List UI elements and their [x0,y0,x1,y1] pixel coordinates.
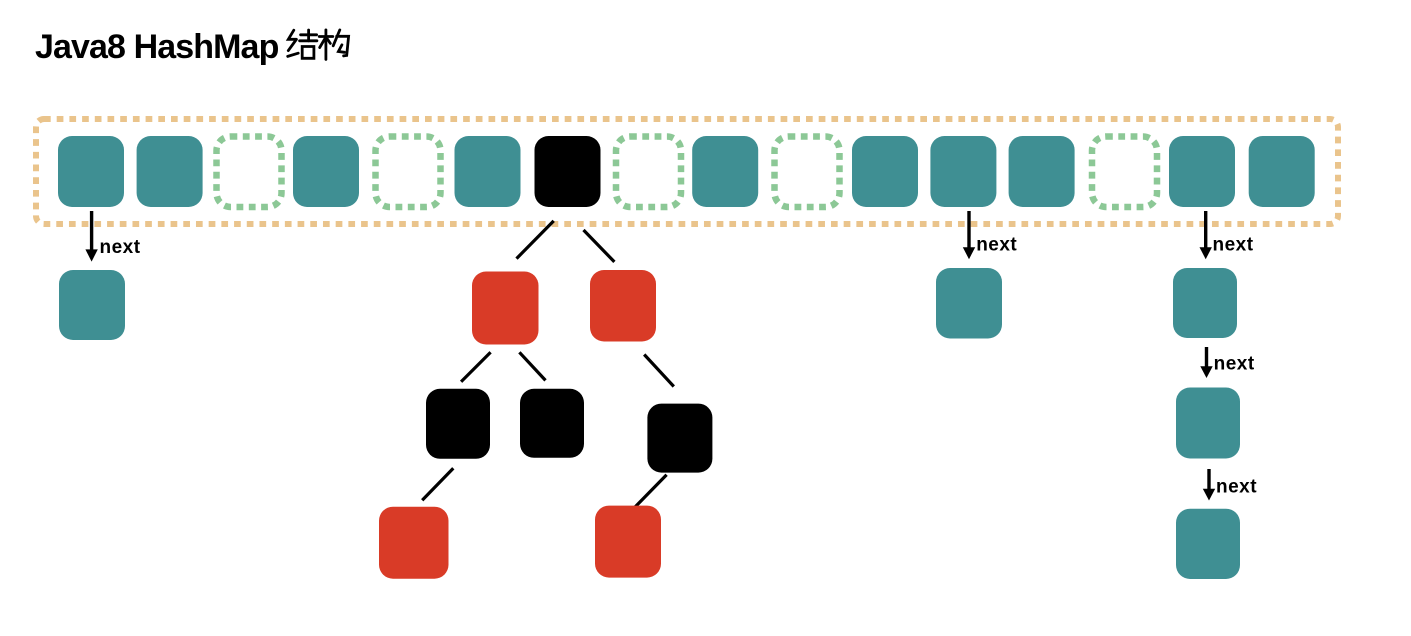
svg-text:next: next [1216,476,1257,497]
svg-text:next: next [1214,354,1255,375]
svg-text:next: next [100,237,141,258]
svg-text:Java8 HashMap: Java8 HashMap [35,28,279,66]
svg-text:next: next [976,235,1017,256]
svg-text:next: next [1213,235,1254,256]
